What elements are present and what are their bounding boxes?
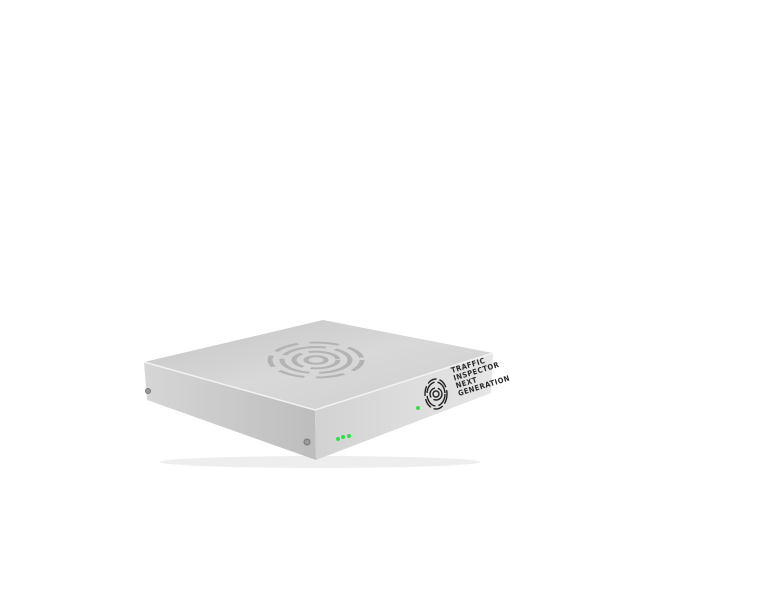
front-face: [315, 353, 493, 460]
fingerprint-emboss: [267, 341, 365, 379]
power-led: [416, 406, 420, 410]
status-leds: [336, 406, 420, 441]
fingerprint-logo-icon: [424, 378, 448, 410]
shadow: [160, 456, 480, 468]
screw-icon: [145, 388, 311, 446]
left-face: [144, 362, 316, 460]
top-face: [144, 320, 493, 410]
